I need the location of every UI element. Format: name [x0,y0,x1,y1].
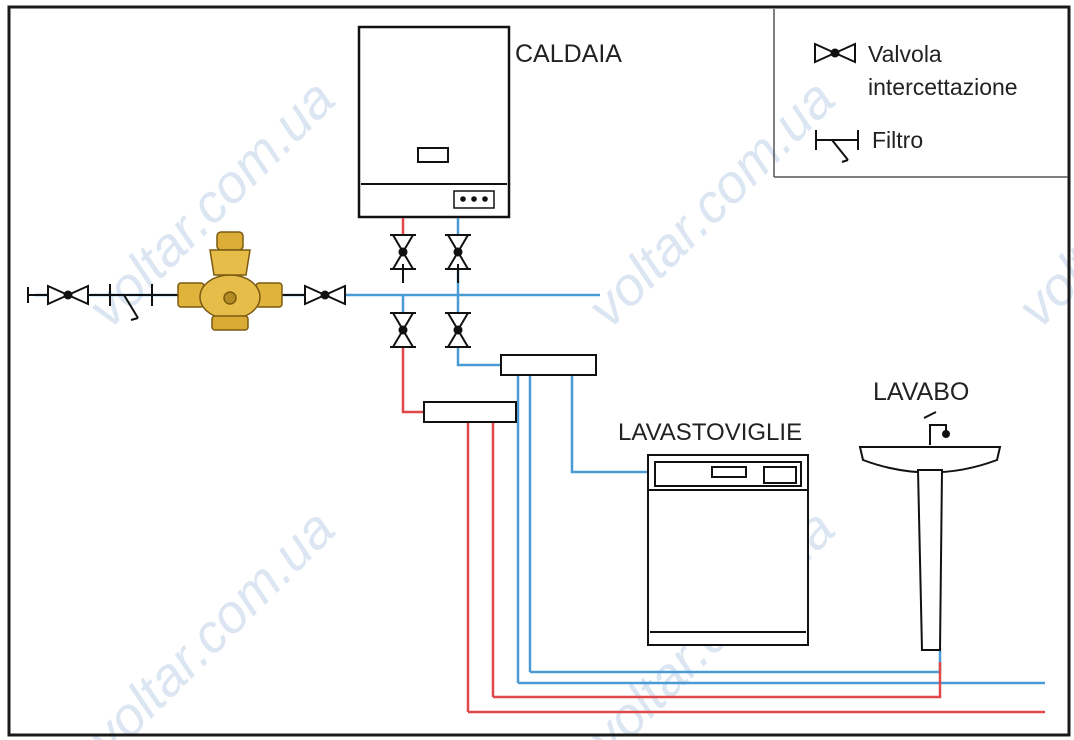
valve-icon [445,234,471,270]
legend-valve-icon [814,42,856,64]
outlet-valve-icon [304,284,346,306]
boiler-knob [460,196,466,202]
pressure-reducer-icon [177,231,283,331]
filter-icon [109,284,153,321]
valve-icon [390,312,416,348]
dishwasher-control-panel [654,461,802,487]
legend-valve-label: Valvola [868,41,942,67]
basin-pedestal [916,469,944,651]
washbasin-label: LAVABO [873,378,969,406]
legend-filter-label: Filtro [872,127,923,153]
hot-water-pipes [401,218,1045,714]
legend-valve-label-2: intercettazione [868,74,1018,100]
dishwasher-label: LAVASTOVIGLIE [618,419,802,446]
boiler-controls [453,190,495,209]
boiler-label: CALDAIA [515,40,622,68]
boiler-display [417,147,449,163]
dishwasher [647,454,809,646]
washbasin [858,411,1002,651]
valve-icon [390,234,416,270]
valve-icon [445,312,471,348]
faucet-icon [923,411,947,445]
boiler-body [357,25,511,219]
watermark-text: voltar.com.ua [76,498,346,740]
watermark-text: voltar.com.ua [1006,68,1074,338]
cold-manifold [500,354,597,376]
watermark-text: voltar.com.ua [576,68,846,338]
legend: Valvola intercettazione Filtro [773,9,1068,178]
inlet-valve-icon [47,284,89,306]
dishwasher-buttons [763,466,797,484]
boiler-valves [390,234,471,348]
legend-filter-icon [815,130,859,163]
inlet-line [27,284,346,321]
boiler-knob [471,196,477,202]
dishwasher-handle [711,466,747,478]
boiler-knob [482,196,488,202]
hot-manifold [423,401,517,423]
boiler-valve-ticks [402,264,459,283]
basin-bowl [858,446,1002,474]
diagram-frame [7,5,1071,737]
boiler [357,25,511,219]
faucet-knob [942,430,950,438]
